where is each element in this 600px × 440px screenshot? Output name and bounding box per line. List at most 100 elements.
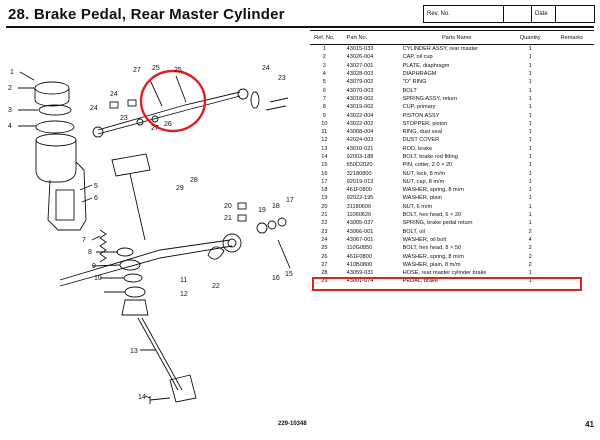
cell-part-no: 43070-003 [346,87,374,94]
cell-parts-name: DUST COVER [402,137,440,144]
cell-remarks [550,219,594,227]
cell-parts-name: CAP, oil cup [402,54,433,61]
cell-quantity: 1 [528,46,532,53]
callout: 18 [272,203,280,210]
cell-remarks [550,111,594,119]
callout: 8 [88,249,92,256]
cell-ref-no: 19 [321,195,328,202]
cell-remarks [550,120,594,128]
highlight-circle [139,69,207,133]
cell-quantity: 2 [528,228,532,235]
cell-remarks [550,103,594,111]
cell-part-no: 43026-004 [346,54,374,61]
cell-parts-name: PLATE, diaphragm [402,62,450,69]
cell-quantity: 4 [528,236,532,243]
cell-part-no: 43027-001 [346,62,374,69]
callout: 19 [258,207,266,214]
cell-part-no: 410B0800 [346,261,373,268]
col-quantity: Quantity [510,30,550,45]
highlight-row-box [312,277,582,291]
exploded-parts-diagram: 1 2 3 4 5 6 7 8 9 10 11 12 13 14 15 16 1… [8,65,294,404]
cell-ref-no: 7 [322,95,326,102]
cell-parts-name: RING, dust seal [402,129,443,136]
callout: 7 [82,237,86,244]
cell-remarks [550,136,594,144]
cell-quantity: 1 [528,170,532,177]
callout: 6 [94,195,98,202]
table-row: 3 43027-001 PLATE, diaphragm 1 [310,62,594,70]
cell-ref-no: 6 [322,87,326,94]
callout: 21 [224,215,232,222]
cell-ref-no: 21 [321,212,328,219]
cell-quantity: 1 [528,203,532,210]
cell-part-no: 43001-074 [346,278,374,285]
callout: 14 [138,394,146,401]
callout: 2 [8,85,12,92]
cell-quantity: 1 [528,270,532,277]
callout: 1 [10,69,14,76]
cell-remarks [550,252,594,260]
header-rule [6,26,594,28]
cell-quantity: 1 [528,112,532,119]
revision-box: Rev. No. Date [423,5,595,23]
callout: 10 [94,275,102,282]
cell-quantity: 1 [528,62,532,69]
cell-quantity: 1 [528,87,532,94]
cell-part-no: 461F0800 [346,253,372,260]
cell-part-no: 43005-037 [346,220,374,227]
cell-remarks [550,62,594,70]
callout: 25 [174,67,182,74]
cell-ref-no: 11 [321,129,328,136]
callout: 3 [8,107,12,114]
cell-ref-no: 3 [322,62,326,69]
cell-part-no: 42024-003 [346,137,374,144]
cylinder-body [47,161,87,231]
cell-part-no: 43059-031 [346,270,374,277]
cell-ref-no: 23 [321,228,328,235]
cell-remarks [550,261,594,269]
cell-part-no: 110G0850 [346,245,373,252]
cell-ref-no: 15 [321,162,328,169]
cell-remarks [550,70,594,78]
cell-parts-name: "O" RING [402,79,427,86]
cell-ref-no: 24 [321,236,328,243]
cell-remarks [550,153,594,161]
cell-ref-no: 17 [321,178,328,185]
cell-parts-name: WASHER, spring, 8 m/m [402,187,464,194]
cell-parts-name: CYLINDER ASSY, rear master [402,46,479,53]
cell-part-no: 461F0800 [346,187,372,194]
callout: 27 [133,67,141,74]
cell-parts-name: PIN, cotter, 2.0 × 20 [402,162,453,169]
cell-ref-no: 26 [321,253,328,260]
cell-ref-no: 25 [321,245,328,252]
cell-ref-no: 1 [322,46,326,53]
cell-part-no: 43022-004 [346,112,374,119]
col-remarks: Remarks [549,30,594,45]
callout: 24 [110,91,118,98]
callout: 24 [262,65,270,72]
cell-remarks [550,169,594,177]
cell-quantity: 1 [528,129,532,136]
callout: 13 [130,348,138,355]
cell-part-no: 32180800 [346,170,372,177]
cell-part-no: 43028-003 [346,71,374,78]
cell-parts-name: PISTON ASSY [402,112,440,119]
cell-parts-name: BOLT, oil [402,228,425,235]
cell-remarks [550,95,594,103]
cell-quantity: 1 [528,104,532,111]
table-header-row: Ref. No. Part No. Parts Name Quantity Re… [310,30,594,45]
cell-remarks [550,211,594,219]
